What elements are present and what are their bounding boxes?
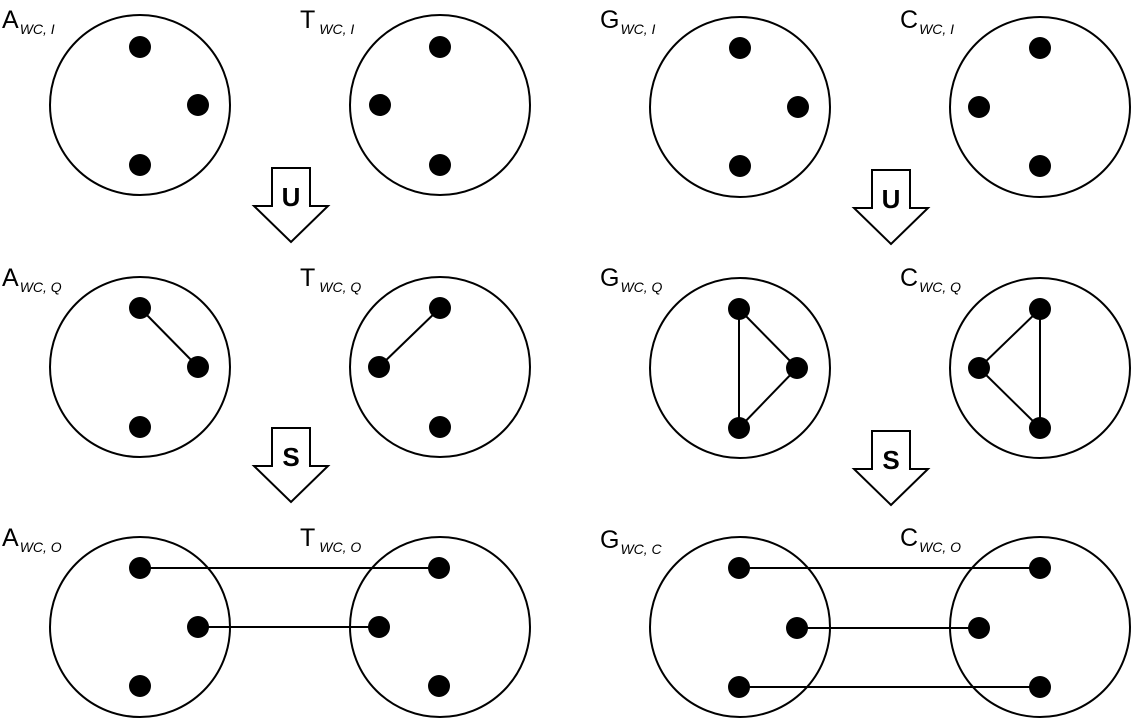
label-a-wc-i: AWC, I	[2, 6, 55, 37]
node	[1029, 155, 1051, 177]
node	[1029, 417, 1051, 439]
label-g-wc-c: GWC, C	[600, 526, 663, 557]
circle-t-quantum	[349, 276, 531, 458]
arrow-u-left-label: U	[282, 182, 301, 212]
circle-t-initial	[349, 14, 531, 196]
node	[1029, 557, 1051, 579]
node	[728, 298, 750, 320]
node	[968, 96, 990, 118]
node	[729, 37, 751, 59]
node	[129, 675, 151, 697]
node	[968, 617, 990, 639]
node	[187, 94, 209, 116]
node	[129, 416, 151, 438]
node	[129, 154, 151, 176]
node	[429, 154, 451, 176]
node	[187, 616, 209, 638]
label-c-wc-i: CWC, I	[900, 6, 954, 37]
label-a-wc-q: AWC, Q	[2, 264, 62, 295]
node	[786, 617, 808, 639]
node	[728, 557, 750, 579]
label-c-wc-o: CWC, O	[900, 524, 961, 555]
node	[368, 356, 390, 378]
node	[729, 155, 751, 177]
circle-a-quantum	[49, 276, 231, 458]
circle-g-initial	[649, 16, 831, 198]
node	[129, 36, 151, 58]
node	[786, 357, 808, 379]
arrow-s-right-label: S	[882, 445, 899, 475]
node	[187, 356, 209, 378]
node	[968, 357, 990, 379]
node	[787, 96, 809, 118]
node	[728, 417, 750, 439]
circles-gc-output	[649, 536, 1131, 718]
label-g-wc-q: GWC, Q	[600, 264, 663, 295]
arrow-s-right: S	[851, 430, 931, 507]
node	[728, 676, 750, 698]
node	[129, 557, 151, 579]
circle-c-initial	[949, 16, 1131, 198]
node	[1029, 37, 1051, 59]
circles-at-output	[49, 536, 531, 718]
circle-a-initial	[49, 14, 231, 196]
node	[1029, 298, 1051, 320]
node	[429, 416, 451, 438]
circle-c-quantum	[949, 277, 1131, 459]
arrow-u-right: U	[851, 169, 931, 246]
circle-g-quantum	[649, 277, 831, 459]
node	[369, 94, 391, 116]
label-c-wc-q: CWC, Q	[900, 264, 961, 295]
arrow-s-left-label: S	[282, 442, 299, 472]
label-g-wc-i: GWC, I	[600, 6, 656, 37]
node	[129, 297, 151, 319]
arrow-u-right-label: U	[882, 184, 901, 214]
node	[429, 36, 451, 58]
node	[368, 616, 390, 638]
node	[428, 557, 450, 579]
label-a-wc-o: AWC, O	[2, 524, 62, 555]
arrow-s-left: S	[251, 427, 331, 504]
node	[429, 297, 451, 319]
node	[1029, 676, 1051, 698]
node	[428, 675, 450, 697]
arrow-u-left: U	[251, 167, 331, 244]
